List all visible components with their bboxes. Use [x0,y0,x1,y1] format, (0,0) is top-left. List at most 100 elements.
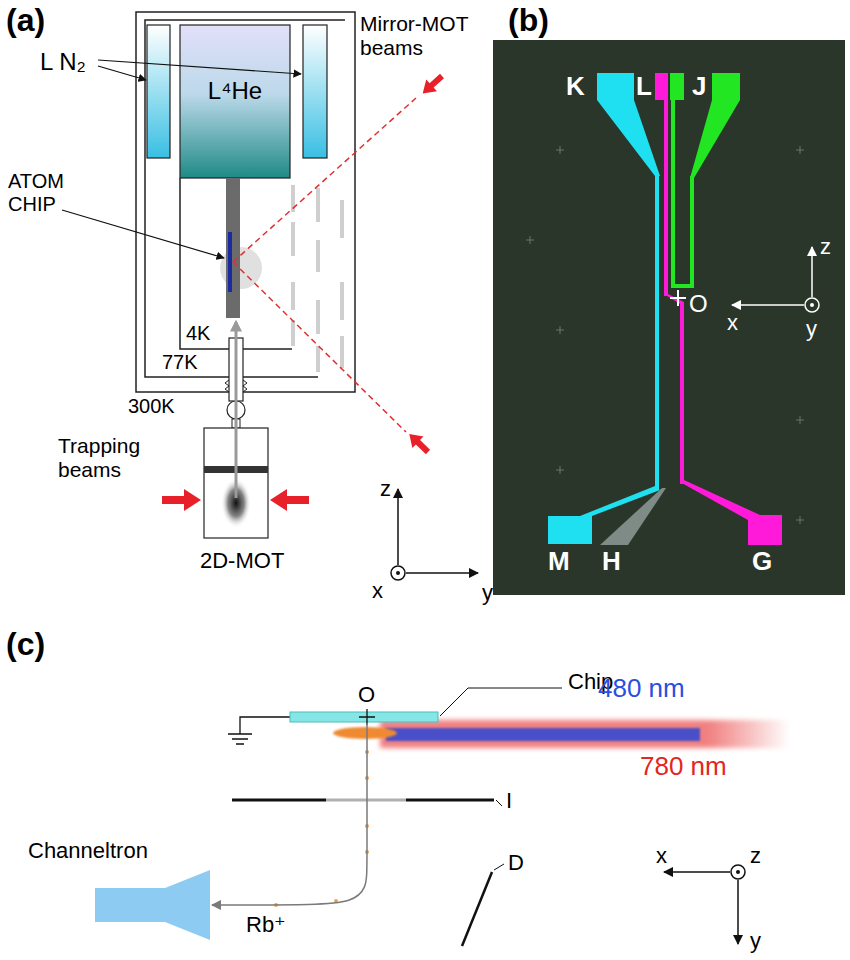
origin-label: O [358,682,375,707]
axis-out-symbol [731,865,745,879]
window [340,282,344,320]
axis-label: x [656,843,667,868]
axis-arrow [737,880,739,944]
beam-label: Trapping beams [58,434,168,482]
axis-out-symbol [391,566,405,580]
origin-label: O [689,290,708,318]
laser-beam-480 [386,728,700,741]
atom-beam-arrow [235,322,238,498]
part-label: ATOM CHIP [8,170,88,216]
axis-out-symbol [805,298,819,312]
leader-arrow [98,60,301,74]
axis-label: z [820,234,831,259]
temperature-label: 300K [128,395,175,418]
grid-mark [556,326,564,334]
window [316,300,320,334]
axis-arrow [732,304,804,306]
chip-wire [655,174,659,490]
grid-mark [556,466,564,474]
wavelength-label: 780 nm [640,752,727,782]
origin-cross [359,709,375,725]
grid-mark [526,236,534,244]
axis-arrow [664,871,730,873]
pad-label: J [692,72,706,102]
chip-wire [664,100,668,296]
window [316,346,320,372]
panel-label: (c) [6,626,45,663]
wavelength-label: 480 nm [598,674,685,704]
helium-tank [180,25,290,178]
nitrogen-shield [145,20,345,377]
ion-trajectory [212,723,367,905]
chip-wire [671,284,694,288]
atom-chip: Chip [290,712,440,723]
window [291,282,295,310]
grid-mark [556,146,564,154]
trapping-beam-arrow [162,489,201,511]
extraction-mesh [326,799,406,802]
channeltron-detector: Channeltron [28,838,212,942]
temperature-label: 77K [162,351,198,374]
node-label: 2D-MOT [200,548,284,573]
ion-label: Rb⁺ [244,912,288,937]
grid-mark [796,516,804,524]
helium-reservoir: L⁴He [180,25,290,178]
window-group [293,185,342,372]
grid-mark [796,146,804,154]
cold-finger [226,178,240,318]
part-label: D [508,850,524,875]
atom-cloud [333,727,397,739]
chip-wire [690,176,694,286]
mot-cell: 2D-MOT [204,428,268,538]
window [291,320,295,346]
beam-arrow [404,428,434,458]
axis-arrow [406,572,478,574]
axis-label: z [750,843,761,868]
axis-label: y [482,580,493,605]
axis-out-dot [810,303,814,307]
nitrogen-column [303,25,327,158]
mirror-mot-beam [233,98,416,262]
wire-pad [690,73,740,178]
axis-label: x [372,578,383,603]
window [316,240,320,272]
chip-wire [680,302,684,484]
wire-pad [655,73,668,100]
window [340,336,344,368]
bellows [243,380,247,392]
axis-label: y [806,316,817,341]
window [291,222,295,256]
beam-label: Mirror-MOT beams [360,12,495,60]
deflector-plate [462,872,492,946]
trapping-beam-arrow [270,489,309,511]
pad-label: L [636,72,652,102]
part-label: I [506,788,512,813]
laser-beam-780 [380,720,790,748]
panel-label: (b) [508,2,549,39]
wire-pad [670,73,684,100]
window [340,200,344,238]
axis-label: z [380,476,391,501]
temperature-label: 4K [186,322,210,345]
node-label: L⁴He [208,77,262,105]
extraction-plate [232,799,326,802]
pad-label: M [548,547,570,577]
panel-label: (a) [6,2,45,39]
axis-label: y [750,928,761,953]
bellows [225,380,229,392]
origin-cross [670,290,686,306]
ion-dots [274,750,369,907]
axis-arrow [397,489,399,565]
window [316,188,320,222]
axis-out-dot [736,870,740,874]
axis-out-dot [396,571,400,575]
pad-label: H [602,547,621,577]
axis-label: x [727,310,738,335]
grid-mark [796,416,804,424]
extraction-plate [406,799,494,802]
axis-arrow [811,247,813,297]
coolant-label: L N₂ [40,48,86,76]
